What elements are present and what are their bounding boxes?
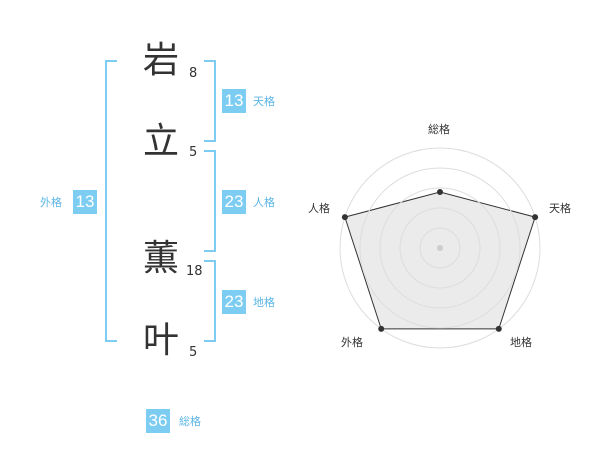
radar-label-tenkaku: 天格: [549, 202, 571, 215]
radar-ring: [339, 147, 541, 349]
stroke-count-4: 5: [189, 345, 198, 360]
stroke-count-1: 8: [189, 66, 198, 81]
soukaku-value: 36: [146, 409, 170, 433]
radar-label-jinkaku: 人格: [308, 202, 330, 215]
jinkaku-label: 人格: [253, 196, 275, 209]
jinkaku-value: 23: [222, 190, 246, 214]
radar-point-2: [495, 325, 502, 332]
radar-chart: [300, 110, 580, 380]
stroke-count-2: 5: [189, 145, 198, 160]
name-char-1: 岩: [142, 40, 179, 81]
chikaku-value: 23: [222, 290, 246, 314]
name-char-4: 叶: [142, 320, 179, 361]
radar-point-4: [341, 214, 348, 221]
gaikaku-label: 外格: [40, 196, 62, 209]
radar-label-chikaku: 地格: [510, 336, 532, 349]
chikaku-bracket: [204, 260, 216, 342]
soukaku-label: 総格: [179, 415, 201, 428]
radar-shape: [344, 191, 536, 330]
tenkaku-bracket: [204, 60, 216, 142]
radar-point-1: [532, 214, 539, 221]
chikaku-label: 地格: [253, 296, 275, 309]
gaikaku-bracket: [105, 60, 117, 342]
radar-ring: [399, 207, 481, 289]
radar-label-gaikaku: 外格: [341, 336, 363, 349]
tenkaku-value: 13: [222, 89, 246, 113]
radar-point-0: [437, 189, 443, 195]
radar-label-soukaku: 総格: [428, 123, 450, 136]
name-char-2: 立: [142, 121, 179, 162]
radar-ring: [379, 187, 501, 309]
name-char-3: 薫: [142, 238, 179, 279]
radar-center-dot: [437, 245, 443, 251]
gaikaku-value: 13: [73, 190, 97, 214]
tenkaku-label: 天格: [253, 95, 275, 108]
stroke-count-3: 18: [186, 264, 203, 279]
radar-ring: [419, 227, 461, 269]
jinkaku-bracket: [204, 150, 216, 252]
radar-ring: [359, 167, 521, 329]
radar-point-3: [378, 325, 385, 332]
radar-svg: [339, 147, 541, 349]
